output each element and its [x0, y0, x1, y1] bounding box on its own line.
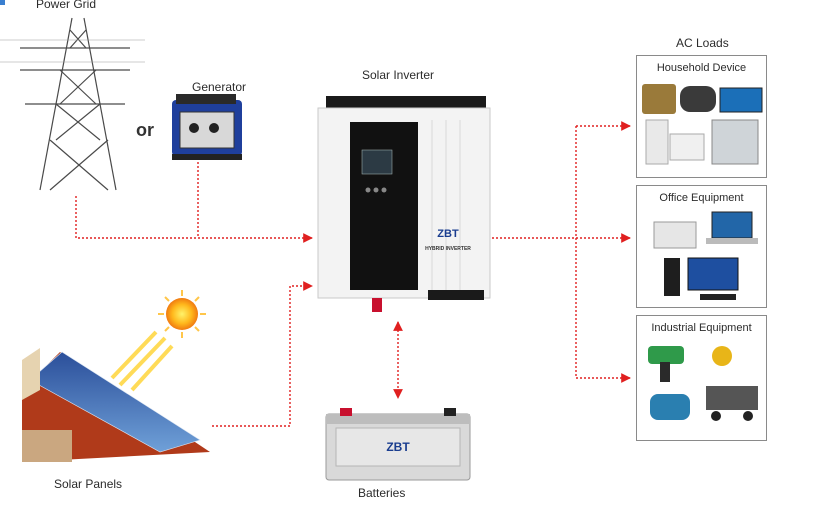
industrial-equipment-icons: [648, 346, 758, 421]
connector-lines: [75, 121, 631, 427]
power-tower-icon: [0, 17, 145, 191]
power-grid-label: Power Grid: [36, 0, 97, 11]
solar-panels-icon: [22, 348, 210, 462]
or-label: or: [136, 120, 154, 140]
generator-label: Generator: [192, 80, 247, 94]
inverter-icon: [317, 96, 491, 312]
office-equipment-icons: [653, 211, 758, 300]
office-equipment-title: Office Equipment: [659, 192, 744, 204]
industrial-equipment-title: Industrial Equipment: [651, 322, 752, 334]
household-device-title: Household Device: [656, 62, 747, 74]
household-appliance-icons: [642, 84, 763, 165]
sun-icon: [110, 290, 206, 392]
grid-to-inverter-line: [75, 196, 313, 243]
batteries-label: Batteries: [358, 486, 406, 500]
inverter-model: HYBRID INVERTER: [425, 246, 471, 252]
inverter-brand: ZBT: [437, 228, 459, 240]
solar-inverter-label: Solar Inverter: [362, 68, 435, 82]
generator-icon: [172, 94, 242, 160]
battery-brand: ZBT: [386, 440, 410, 454]
corner-mark: [0, 0, 5, 5]
ac-loads-label: AC Loads: [676, 36, 729, 50]
solar-panels-label: Solar Panels: [54, 477, 123, 491]
battery-icon: [325, 408, 471, 481]
solar-to-inverter-line: [212, 281, 313, 427]
